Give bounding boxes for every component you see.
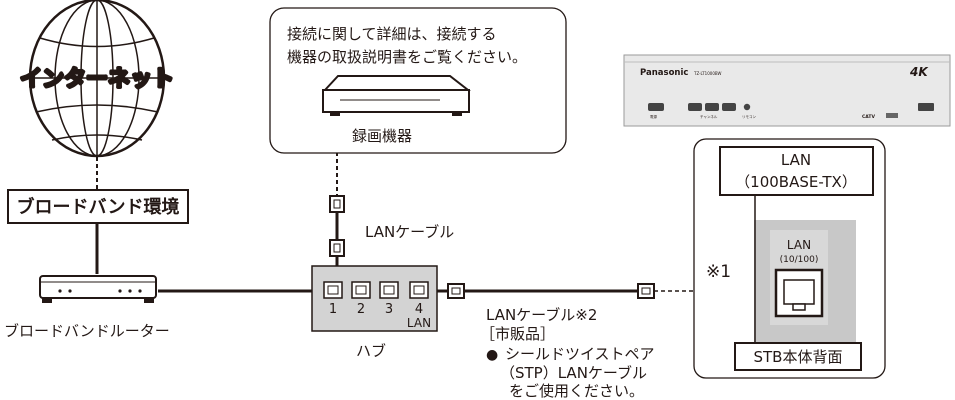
stb-back-label-box (734, 342, 862, 371)
broadband-env-label: ブロードバンド環境 (17, 196, 180, 218)
main-cable-note3: をご使用ください。 (509, 382, 644, 400)
main-cable-note1: シールドツイストペア (505, 345, 655, 363)
recorder-label: 録画機器 (352, 127, 412, 145)
stb-ch-text: チャンネル (700, 114, 718, 119)
top-cable-label: LANケーブル (365, 223, 454, 241)
stb-lan-callout-box (719, 146, 874, 196)
recorder-device (322, 75, 471, 116)
recorder-note-line1: 接続に関して詳細は、接続する (287, 25, 497, 43)
stb-model: TZ-LT1000BW (693, 71, 721, 76)
router-label: ブロードバンドルーター (4, 322, 170, 340)
hub-port-2-number: 2 (357, 302, 365, 317)
internet-globe (28, 0, 166, 158)
stb-footnote-1: ※1 (706, 262, 731, 282)
main-cable-retail: ［市販品］ (480, 325, 555, 343)
hub-port-4 (409, 281, 429, 299)
main-cable-plug-stb-side (637, 283, 655, 299)
main-cable-note2: （STP）LANケーブル (500, 364, 647, 382)
hub-port-4-number: 4 (415, 302, 423, 317)
stb-front-body (623, 54, 951, 127)
top-cable-plug-upper (329, 195, 345, 213)
recorder-note-line2: 機器の取扱説明書をご覧ください。 (287, 48, 527, 66)
main-cable-bullet: ● (486, 347, 498, 363)
hub-port-4-sub: LAN (407, 316, 431, 330)
stb-usb-port (918, 103, 934, 111)
stb-brand: Panasonic (640, 68, 688, 78)
stb-card-slot (886, 113, 898, 118)
stb-power-text: 電源 (650, 114, 658, 119)
hub-port-1 (323, 281, 343, 299)
top-cable-plug-lower (329, 239, 345, 257)
stb-indicator (743, 103, 751, 111)
hub-port-3 (379, 281, 399, 299)
stb-lan-callout-line1: LAN (781, 151, 811, 169)
internet-label: インターネット (20, 67, 174, 92)
stb-back-label: STB本体背面 (754, 348, 843, 366)
hub-port-1-number: 1 (329, 302, 337, 317)
stb-lan-port (774, 268, 824, 318)
stb-power-button (648, 103, 664, 111)
hub-port-3-number: 3 (385, 302, 393, 317)
router-device (39, 275, 157, 303)
stb-catv-text: CATV (862, 114, 876, 120)
stb-4k-badge: 4K (909, 65, 929, 79)
hub-port-2 (351, 281, 371, 299)
stb-ch-button-1 (688, 103, 702, 111)
main-cable-label: LANケーブル※2 (486, 306, 597, 324)
stb-remote-text: リモコン (742, 115, 756, 119)
stb-lan-callout-line2: （100BASE-TX） (735, 173, 857, 191)
stb-ch-button-2 (705, 103, 719, 111)
stb-ch-button-3 (722, 103, 736, 111)
broadband-env-box (7, 189, 189, 224)
stb-port-speed: (10/100) (780, 255, 819, 265)
stb-port-label: LAN (787, 238, 811, 252)
hub-label: ハブ (356, 342, 386, 360)
main-cable-plug-hub-side (447, 283, 465, 299)
